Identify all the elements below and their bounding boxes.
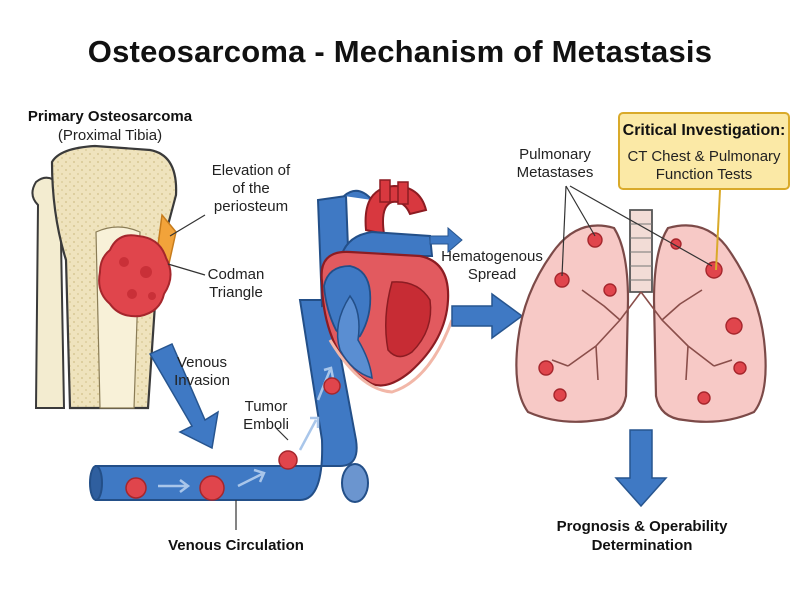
codman-label-1: Codman <box>207 266 265 283</box>
hematogenous-arrow <box>451 292 524 340</box>
pulmonary-label-1: Pulmonary <box>519 146 591 163</box>
hematogenous-label-1: Hematogenous <box>441 248 543 265</box>
callout-line-2: Function Tests <box>655 166 753 183</box>
heart <box>316 179 454 394</box>
venous-invasion-label-1: Venous <box>176 354 228 371</box>
metastasis <box>705 261 723 279</box>
venous-invasion-label-2: Invasion <box>174 372 230 389</box>
metastasis <box>587 232 603 248</box>
tumor-emboli-label-2: Emboli <box>243 416 289 433</box>
metastasis <box>725 317 743 335</box>
elevation-label-3: periosteum <box>213 198 289 215</box>
metastasis <box>603 283 617 297</box>
primary-tumor-title: Primary Osteosarcoma <box>27 108 193 125</box>
prognosis-arrow <box>614 429 668 508</box>
pulmonary-label-2: Metastases <box>516 164 594 181</box>
metastasis <box>538 360 554 376</box>
metastasis <box>733 361 747 375</box>
elevation-label-1: Elevation of <box>211 162 291 179</box>
venous-circulation-label: Venous Circulation <box>168 537 304 554</box>
lungs <box>515 185 767 423</box>
prognosis-label-2: Determination <box>591 537 693 554</box>
heart-out-arrow <box>429 226 463 254</box>
metastasis <box>553 388 567 402</box>
primary-tumor-location: (Proximal Tibia) <box>57 127 163 144</box>
codman-label-2: Triangle <box>209 284 263 301</box>
elevation-label-2: of the <box>232 180 270 197</box>
page-title: Osteosarcoma - Mechanism of Metastasis <box>87 34 713 69</box>
critical-investigation-callout: Critical Investigation: CT Chest & Pulmo… <box>618 112 790 190</box>
embolus <box>278 450 298 470</box>
hematogenous-label-2: Spread <box>467 266 517 283</box>
embolus <box>199 475 225 501</box>
tibia-bone <box>31 144 206 410</box>
metastasis <box>697 391 711 405</box>
venous-invasion-arrow <box>148 343 220 450</box>
callout-line-1: CT Chest & Pulmonary <box>627 148 781 165</box>
callout-heading: Critical Investigation: <box>622 122 786 139</box>
tumor-emboli-label-1: Tumor <box>244 398 288 415</box>
right-lung <box>652 224 767 423</box>
embolus <box>323 377 341 395</box>
prognosis-label-1: Prognosis & Operability <box>556 518 728 535</box>
embolus <box>125 477 147 499</box>
